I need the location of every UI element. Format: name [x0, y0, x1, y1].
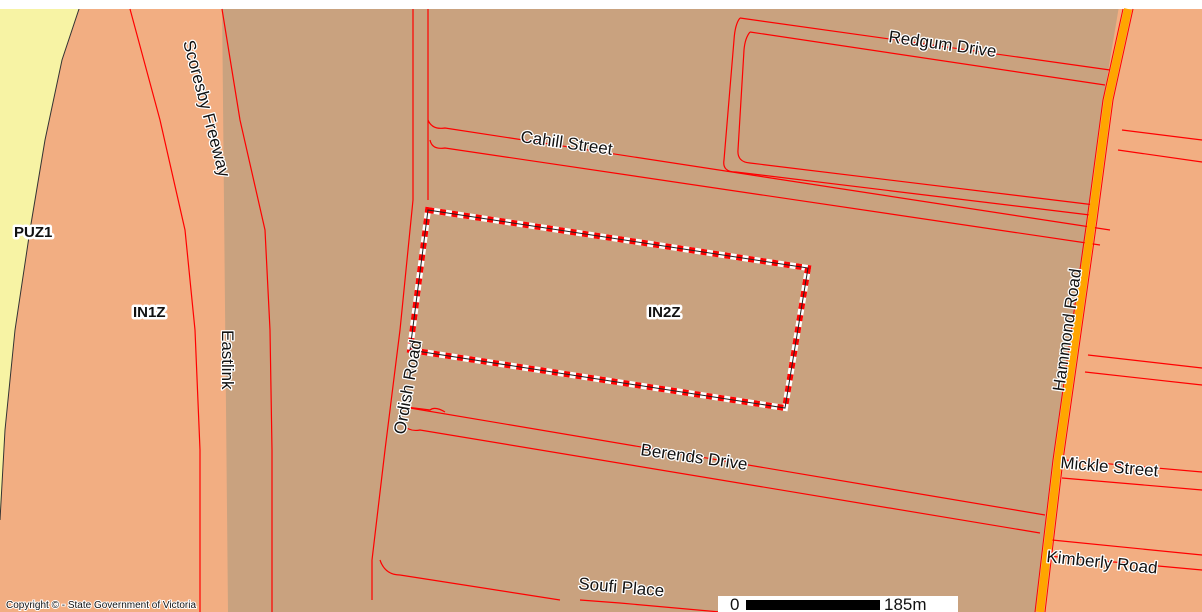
- zone-puz1-area: [0, 0, 82, 520]
- hammond-road-arterial: [1036, 8, 1132, 612]
- zone-in1z-area: [0, 0, 228, 612]
- zone-residential-area: [1036, 0, 1202, 612]
- map-top-margin: [0, 0, 1202, 9]
- zone-label-in2z: IN2Z: [648, 304, 681, 321]
- zone-boundary-line: [0, 0, 83, 521]
- scale-bar-rule: [746, 600, 880, 610]
- hammond-road-edge-west: [1034, 8, 1124, 612]
- northern-block-lines: [427, 17, 1111, 246]
- scale-bar: 0 185m: [718, 595, 958, 612]
- ordish-road-lines: [371, 9, 429, 600]
- eastern-lot-lines: [1047, 129, 1202, 571]
- zone-label-puz1: PUZ1: [14, 224, 52, 241]
- street-label-eastlink: Eastlink: [218, 330, 237, 390]
- scale-end-label: 185m: [884, 595, 927, 612]
- copyright-text: Copyright © - State Government of Victor…: [6, 600, 196, 611]
- freeway-corridor-lines: [129, 8, 273, 612]
- scale-start-label: 0: [730, 595, 739, 612]
- zone-label-in1z: IN1Z: [133, 304, 166, 321]
- site-boundary-core: [409, 209, 809, 409]
- southern-block-lines: [379, 405, 1046, 612]
- hammond-road-edge: [1044, 8, 1134, 612]
